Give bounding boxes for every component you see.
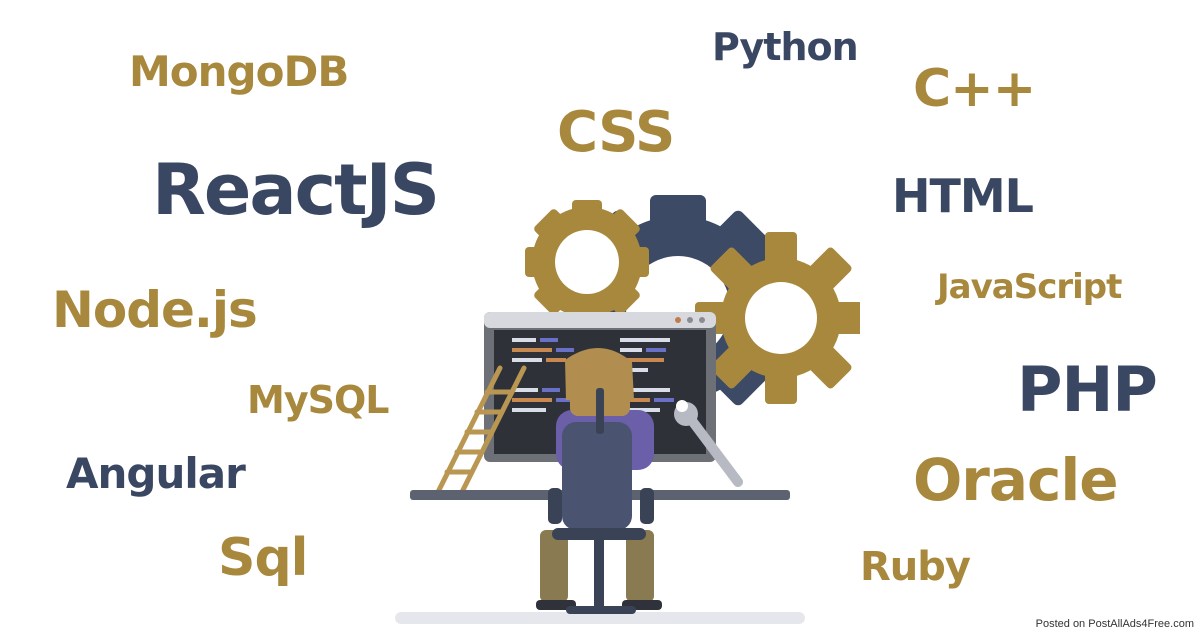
word-sql: Sql xyxy=(218,528,308,588)
gear-icon xyxy=(525,200,649,324)
word-reactjs: ReactJS xyxy=(152,149,440,231)
code-lines xyxy=(512,338,674,412)
gear-icon xyxy=(695,232,860,404)
word-php: PHP xyxy=(1017,353,1158,426)
word-oracle: Oracle xyxy=(913,446,1119,514)
developer-illustration xyxy=(395,195,860,624)
word-mongodb: MongoDB xyxy=(129,47,349,96)
word-python: Python xyxy=(712,25,859,69)
wrench-icon xyxy=(674,400,743,487)
word-mysql: MySQL xyxy=(247,378,389,422)
word-nodejs: Node.js xyxy=(52,281,258,339)
watermark: Posted on PostAllAds4Free.com xyxy=(1031,617,1198,631)
word-html: HTML xyxy=(892,169,1034,223)
word-javascript: JavaScript xyxy=(937,267,1122,307)
floor-shadow xyxy=(395,612,805,624)
word-cpp: C++ xyxy=(913,59,1036,119)
word-ruby: Ruby xyxy=(860,544,971,590)
word-angular: Angular xyxy=(66,449,246,498)
word-css: CSS xyxy=(557,100,675,165)
office-chair-icon xyxy=(548,388,654,614)
ladder-icon xyxy=(435,365,527,495)
